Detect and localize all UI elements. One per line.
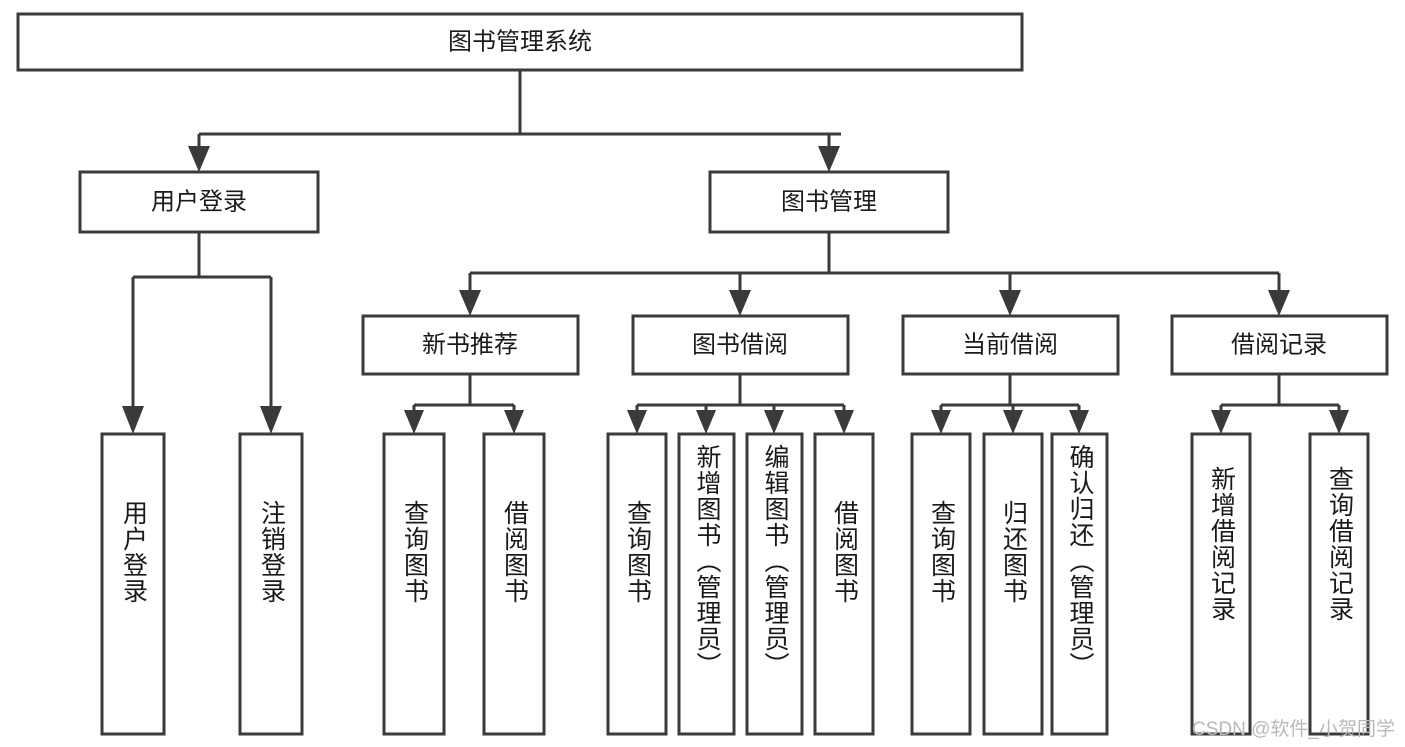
node-book-management[interactable]: 图书管理 [708, 170, 950, 234]
leaf-box-query-book-1[interactable] [382, 432, 446, 736]
connector-group-root [188, 70, 841, 172]
leaf-box-add-book[interactable] [677, 432, 736, 736]
connector-group-borrow-records [1211, 374, 1349, 434]
leaf-box-query-record[interactable] [1308, 432, 1370, 736]
node-current-borrow-box[interactable] [901, 314, 1120, 376]
leaf-box-user-login[interactable] [100, 432, 166, 736]
arrow-head-icon [122, 406, 144, 434]
arrow-head-icon [1329, 410, 1349, 434]
arrow-head-icon [764, 410, 784, 434]
leaf-box-confirm-return[interactable] [1050, 432, 1109, 736]
arrow-head-icon [999, 290, 1021, 316]
leaf-box-add-record[interactable] [1190, 432, 1252, 736]
node-new-book-recommend-box[interactable] [361, 314, 580, 376]
watermark-text: CSDN @软件_小贺同学 [1192, 719, 1395, 740]
arrow-head-icon [818, 146, 840, 172]
arrow-head-icon [729, 290, 751, 316]
arrow-head-icon [1211, 410, 1231, 434]
node-user-login[interactable]: 用户登录 [78, 170, 320, 234]
leaf-box-borrow-book-1[interactable] [482, 432, 546, 736]
node-current-borrow-label: 当前借阅 [962, 331, 1058, 358]
connector-group-book-management [459, 232, 1290, 316]
node-book-borrow-box[interactable] [631, 314, 850, 376]
node-new-book-recommend-label: 新书推荐 [422, 331, 518, 358]
node-root[interactable]: 图书管理系统 [16, 12, 1024, 72]
node-user-login-box[interactable] [78, 170, 320, 234]
arrow-head-icon [627, 410, 647, 434]
leaf-box-edit-book[interactable] [745, 432, 804, 736]
leaf-box-query-book-2[interactable] [606, 432, 668, 736]
node-root-box[interactable] [16, 12, 1024, 72]
node-current-borrow[interactable]: 当前借阅 [901, 314, 1120, 376]
arrow-head-icon [459, 290, 481, 316]
leaf-box-return-book[interactable] [982, 432, 1044, 736]
node-book-borrow[interactable]: 图书借阅 [631, 314, 850, 376]
arrow-head-icon [834, 410, 854, 434]
node-book-management-label: 图书管理 [781, 188, 877, 215]
node-new-book-recommend[interactable]: 新书推荐 [361, 314, 580, 376]
arrow-head-icon [404, 410, 424, 434]
connector-group-current-borrow [931, 374, 1089, 434]
node-borrow-records[interactable]: 借阅记录 [1170, 314, 1389, 376]
leaf-box-query-book-3[interactable] [910, 432, 972, 736]
leaf-box-borrow-book-2[interactable] [813, 432, 875, 736]
node-root-label: 图书管理系统 [448, 28, 592, 55]
node-book-borrow-label: 图书借阅 [692, 331, 788, 358]
connector-group-new-book-recommend [404, 374, 524, 434]
connector-group-user-login [122, 232, 282, 434]
node-borrow-records-box[interactable] [1170, 314, 1389, 376]
arrow-head-icon [696, 410, 716, 434]
leaf-box-logout[interactable] [238, 432, 304, 736]
arrow-head-icon [1069, 410, 1089, 434]
node-book-management-box[interactable] [708, 170, 950, 234]
arrow-head-icon [504, 410, 524, 434]
arrow-head-icon [1268, 290, 1290, 316]
node-borrow-records-label: 借阅记录 [1231, 331, 1327, 358]
arrow-head-icon [260, 406, 282, 434]
node-user-login-label: 用户登录 [151, 188, 247, 215]
arrow-head-icon [931, 410, 951, 434]
arrow-head-icon [188, 146, 210, 172]
connector-group-book-borrow [627, 374, 854, 434]
arrow-head-icon [1003, 410, 1023, 434]
